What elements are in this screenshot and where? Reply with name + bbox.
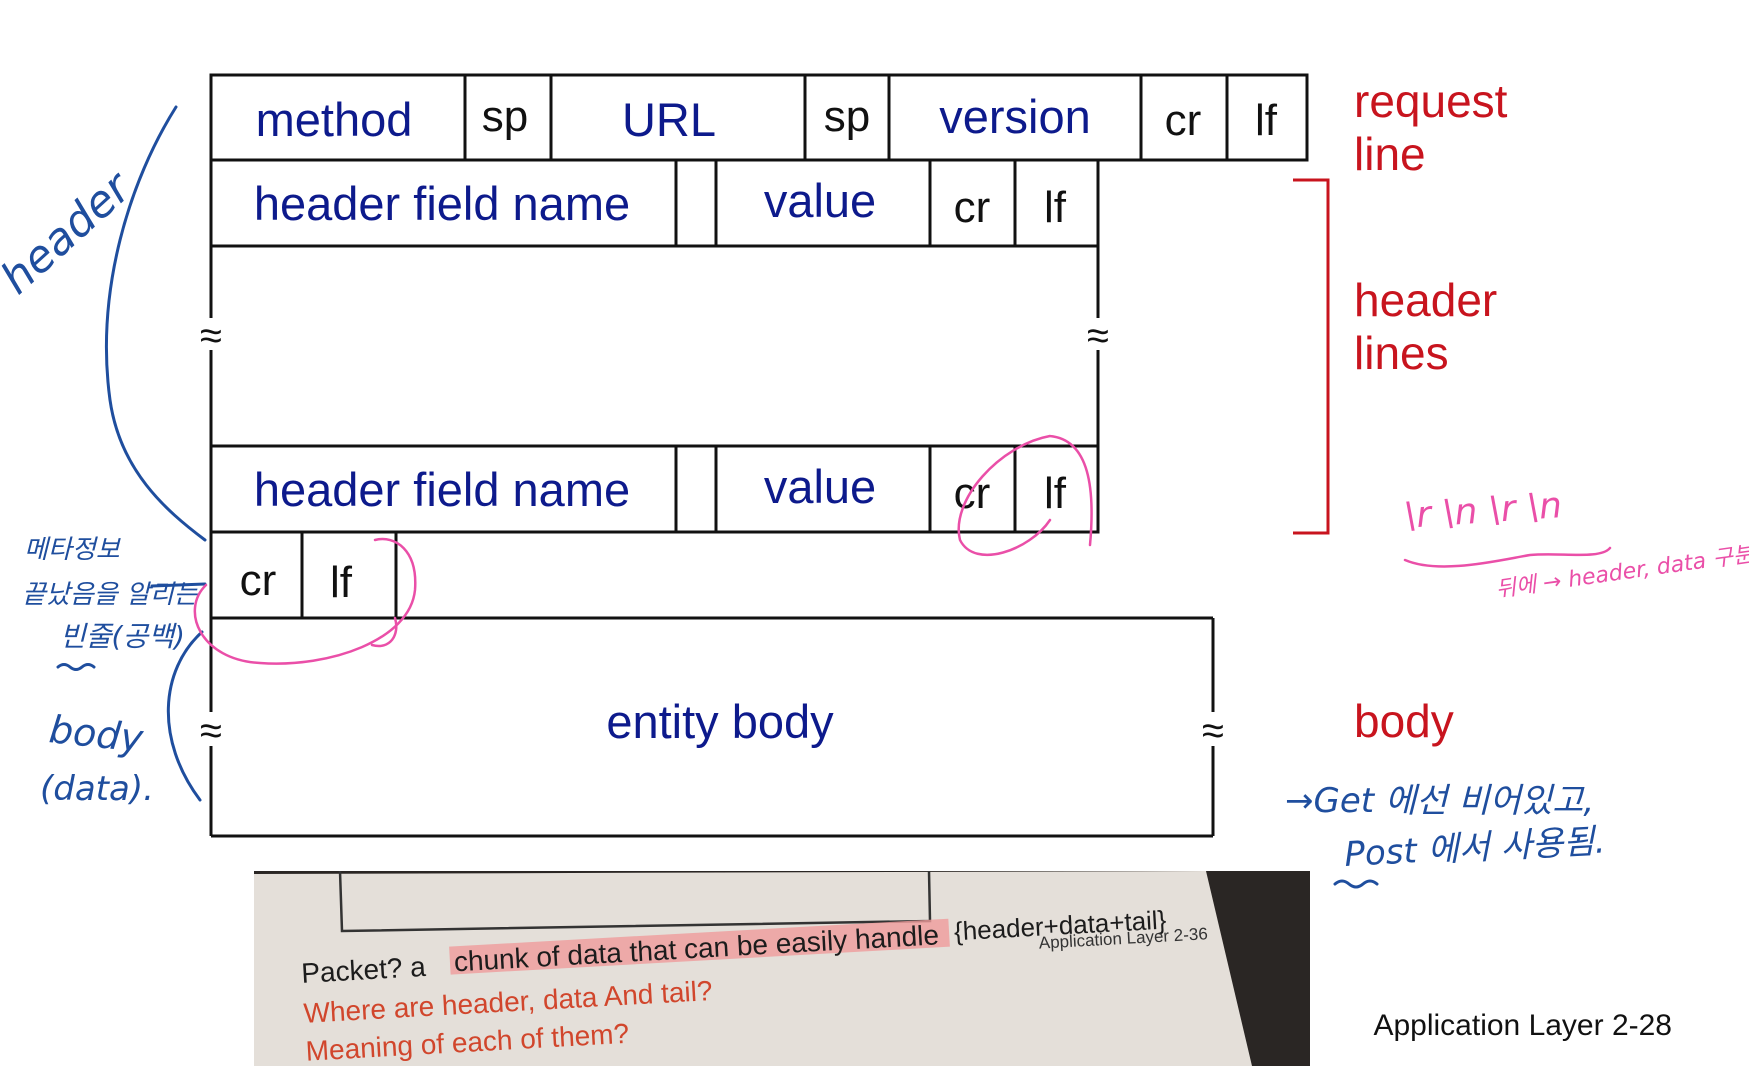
header-lines-label-2: lines [1354,327,1449,379]
field-url: URL [622,93,716,146]
field-lf: lf [1255,96,1278,145]
escape-note: \r \n \r \n [1403,485,1564,537]
blank-line-row: cr lf [209,530,398,620]
photo-inset: Packet? a chunk of data that can be easi… [254,870,1310,1066]
get-post-note-1: →Get 에선 비어있고, [1285,781,1594,821]
body-brace-stroke [166,630,204,802]
header-value: value [764,460,876,513]
body-note-2: (data). [40,769,154,809]
field-sp-1: sp [482,92,528,141]
header-lines-label: header [1354,274,1497,326]
field-cr: cr [1165,96,1202,145]
blank-line-circle [193,537,417,665]
escape-brace [1403,546,1612,568]
header-brace-stroke [104,105,207,542]
photo-box-fragment [338,870,932,933]
blank-line-pointer [150,582,207,588]
break-symbol-right: ≈ [1087,314,1109,358]
field-version: version [939,90,1091,143]
header-value: value [764,174,876,227]
post-underline [1333,879,1379,889]
header-field-name: header field name [254,463,630,516]
header-cr: cr [954,183,991,232]
blank-line-note-3: 빈줄(공백) [60,620,185,653]
header-line-row-2: header field name value cr lf [209,444,1100,534]
section-labels: request line header lines body [1293,75,1508,747]
photo-highlight [449,918,950,975]
header-lines-bracket [1293,178,1330,535]
entity-body-label: entity body [606,695,834,748]
break-symbol-body-right: ≈ [1202,709,1224,753]
field-sp-2: sp [824,92,870,141]
break-symbol-left: ≈ [200,314,222,358]
header-line-row-1: header field name value cr lf [209,158,1100,248]
break-symbol-body-left: ≈ [200,709,222,753]
entity-body-box: ≈ ≈ entity body [200,616,1224,838]
blank-line-note-1: 메타정보 [24,535,122,565]
footer-slide-number: Application Layer 2-28 [1373,1009,1672,1042]
header-cr: cr [954,469,991,518]
header-lf: lf [1044,469,1067,518]
photo-line1-prefix: Packet? a [300,951,426,989]
header-continuation-area: ≈ ≈ [200,246,1109,446]
field-method: method [256,93,413,146]
blank-line-lf: lf [330,558,353,607]
header-lf: lf [1044,183,1067,232]
get-post-note-2: Post 에서 사용됨. [1343,821,1606,875]
header-field-name: header field name [254,177,630,230]
request-line-label: request [1354,75,1508,127]
request-line-row: method sp URL sp version cr lf [209,73,1309,162]
cr-lf-circle [957,434,1093,557]
request-line-label-2: line [1354,128,1426,180]
escape-sub-note: 뒤에 → header, data 구분 [1494,542,1749,603]
blank-line-underline [56,663,96,671]
body-note-1: body [47,707,146,761]
blank-line-cr: cr [240,556,277,605]
photo-paper [254,871,1252,1066]
body-label: body [1354,695,1454,747]
